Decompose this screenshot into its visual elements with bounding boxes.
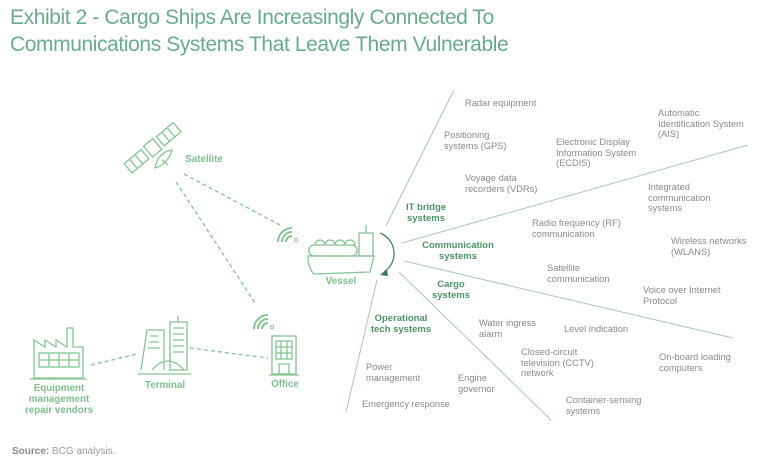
item-ais: Automatic Identification System (AIS) <box>658 108 744 139</box>
node-label-office: Office <box>271 379 299 390</box>
divider-line <box>403 260 734 339</box>
wifi-icon <box>253 314 275 330</box>
cycle-arrow-icon <box>379 232 395 276</box>
source-note: Source: BCG analysis. <box>12 446 115 457</box>
source-text: BCG analysis. <box>49 446 116 457</box>
node-label-terminal: Terminal <box>144 380 186 391</box>
item-water-ingress: Water ingress alarm <box>479 318 537 339</box>
item-satellite-comm: Satellite communication <box>547 263 610 284</box>
category-cargo: Cargo systems <box>431 279 471 301</box>
item-radar: Radar equipment <box>465 98 537 108</box>
divider-line <box>398 271 552 421</box>
title-line-1: Exhibit 2 - Cargo Ships Are Increasingly… <box>10 6 494 29</box>
item-engine-governor: Engine governor <box>458 373 495 394</box>
category-it-bridge: IT bridge systems <box>405 202 447 224</box>
item-integrated-comm: Integrated communication systems <box>648 182 711 213</box>
divider-line <box>345 279 378 413</box>
factory-icon <box>30 327 87 380</box>
radial-dividers <box>345 89 749 421</box>
item-power-management: Power management <box>366 362 421 383</box>
terminal-icon <box>138 316 192 375</box>
item-wlan: Wireless networks (WLANS) <box>671 236 747 257</box>
source-label: Source: <box>12 446 50 457</box>
item-rf: Radio frequency (RF) communication <box>532 218 621 239</box>
node-label-vessel: Vessel <box>325 276 357 287</box>
item-onboard-loading: On-board loading computers <box>659 352 731 373</box>
item-gps: Positioning systems (GPS) <box>444 130 507 151</box>
title-line-2: Communications Systems That Leave Them V… <box>10 33 509 56</box>
item-level-indication: Level indication <box>564 324 629 334</box>
item-cctv: Closed-circuit television (CCTV) network <box>521 347 594 378</box>
connection-lines <box>90 173 281 366</box>
item-voip: Voice over Internet Protocol <box>643 285 721 306</box>
divider-line <box>401 144 749 244</box>
node-label-equipment-vendors: Equipment management repair vendors <box>24 383 94 416</box>
node-label-satellite: Satellite <box>185 154 223 165</box>
satellite-icon <box>123 121 182 174</box>
category-operational-tech: Operational tech systems <box>370 313 432 335</box>
office-icon <box>269 335 299 376</box>
wifi-icon <box>277 227 299 243</box>
item-vdr: Voyage data recorders (VDRs) <box>465 173 538 194</box>
divider-line <box>385 89 455 227</box>
item-emergency-response: Emergency response <box>362 399 450 409</box>
item-ecdis: Electronic Display Information System (E… <box>556 137 637 168</box>
vessel-icon <box>307 225 375 275</box>
category-communication: Communication systems <box>422 240 494 262</box>
item-container-sensing: Container-sensing systems <box>566 395 642 416</box>
